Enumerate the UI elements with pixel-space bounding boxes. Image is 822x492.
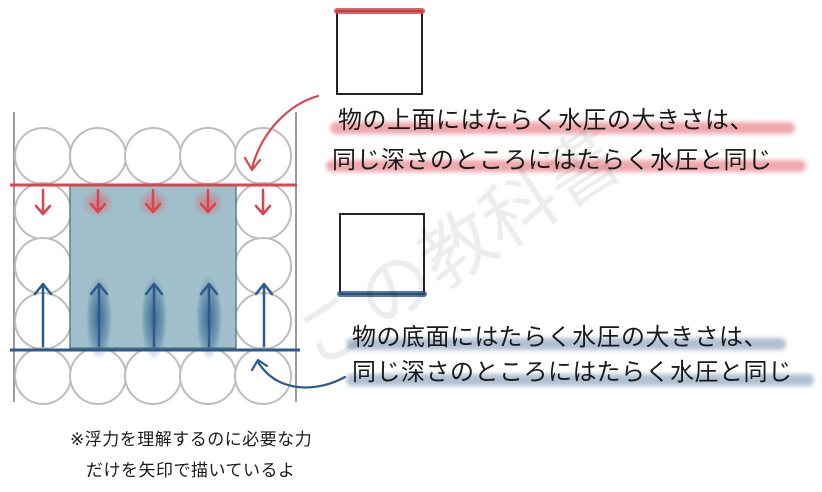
caption-highlight-top	[330, 122, 795, 134]
downward-pressure-arrows	[34, 188, 272, 216]
water-particle	[234, 347, 292, 405]
up-arrow	[144, 282, 164, 348]
bottom-pointer-arrowhead	[250, 358, 269, 372]
footnote-line2: だけを矢印で描いているよ	[86, 461, 296, 481]
water-particle	[14, 347, 72, 405]
bottom-face-square	[339, 213, 425, 295]
caption-highlight-top	[326, 160, 806, 172]
water-particle	[234, 127, 292, 185]
upward-pressure-arrows	[33, 282, 274, 348]
water-particle	[124, 127, 182, 185]
down-arrow	[89, 188, 107, 214]
down-arrow	[144, 188, 162, 214]
down-arrow	[254, 188, 272, 216]
up-arrow	[254, 282, 274, 348]
water-particle	[179, 127, 237, 185]
footnote-line1: ※浮力を理解するのに必要な力	[70, 430, 313, 450]
top-caption-line2: 同じ深さのところにはたらく水圧と同じ	[332, 146, 773, 174]
top-pointer-arrowhead	[243, 156, 262, 172]
top-pointer-arrow	[250, 94, 320, 170]
water-particle	[69, 127, 127, 185]
bottom-caption-line1: 物の底面にはたらく水圧の大きさは、	[352, 323, 769, 351]
water-particle	[14, 127, 72, 185]
up-arrow	[89, 282, 109, 348]
down-arrow	[34, 188, 52, 216]
top-caption-line1: 物の上面にはたらく水圧の大きさは、	[338, 106, 755, 134]
caption-highlight-bottom	[346, 338, 786, 350]
up-arrow	[199, 282, 219, 348]
bottom-caption-line2: 同じ深さのところにはたらく水圧と同じ	[352, 358, 793, 386]
caption-highlight-bottom	[346, 374, 814, 386]
down-arrow	[199, 188, 217, 214]
bottom-pointer-arrow	[256, 360, 347, 389]
up-arrow	[33, 282, 53, 348]
top-face-square	[336, 10, 423, 95]
